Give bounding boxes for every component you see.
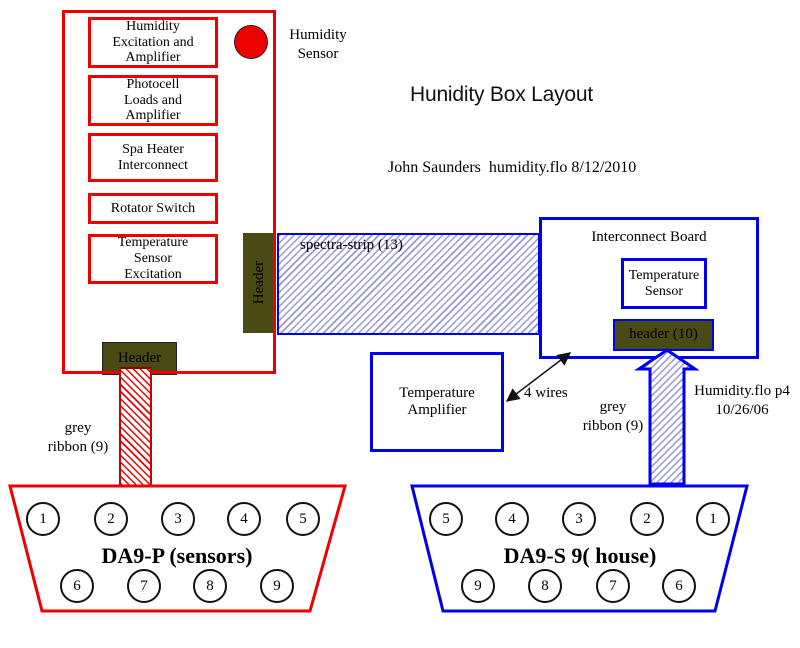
four-wires-label: 4 wires <box>524 385 568 401</box>
board-header-box: header (10) <box>613 319 714 351</box>
da9p-pin-number: 7 <box>140 578 148 594</box>
da9p-pin-number: 4 <box>240 511 248 527</box>
da9s-pin <box>596 569 630 603</box>
da9s-label: DA9-S 9( house) <box>504 543 657 568</box>
da9s-pin-number: 3 <box>575 511 583 527</box>
da9p-pin <box>60 569 94 603</box>
da9s-pin <box>528 569 562 603</box>
temperature-sensor-box: Temperature Sensor <box>621 258 707 309</box>
da9p-pin <box>286 502 320 536</box>
connector-da9s: 5 4 3 2 1 9 8 7 6 DA9-S 9( house) <box>410 484 749 613</box>
da9s-pin-number: 4 <box>508 511 516 527</box>
da9p-pin <box>127 569 161 603</box>
da9s-pin <box>495 502 529 536</box>
da9p-label: DA9-P (sensors) <box>102 543 253 568</box>
module-temp-sensor-excitation: Temperature Sensor Excitation <box>88 234 218 284</box>
interconnect-board-label: Interconnect Board <box>591 229 707 245</box>
module-rotator-switch: Rotator Switch <box>88 193 218 224</box>
humidity-sensor-label: Humidity Sensor <box>289 27 347 62</box>
page-title: Hunidity Box Layout <box>410 83 593 106</box>
module-spa-heater: Spa Heater Interconnect <box>88 133 218 182</box>
da9s-pin <box>630 502 664 536</box>
da9p-pin <box>94 502 128 536</box>
da9p-pin-number: 8 <box>206 578 214 594</box>
da9p-pin <box>260 569 294 603</box>
da9p-pin-number: 2 <box>107 511 115 527</box>
byline: John Saunders humidity.flo 8/12/2010 <box>388 159 637 176</box>
da9s-body <box>410 484 749 613</box>
da9p-body <box>8 484 347 613</box>
grey-ribbon-left <box>119 367 152 485</box>
da9p-pin-number: 3 <box>174 511 182 527</box>
da9s-pin-number: 5 <box>442 511 450 527</box>
sensor-box-outline <box>62 10 276 374</box>
da9s-pin-number: 1 <box>709 511 717 527</box>
sensor-box-header: Header <box>243 233 276 333</box>
da9s-pin-number: 2 <box>643 511 651 527</box>
da9p-pin <box>161 502 195 536</box>
da9p-pin-number: 5 <box>299 511 307 527</box>
temperature-amplifier-box: Temperature Amplifier <box>370 352 504 452</box>
da9p-pin <box>193 569 227 603</box>
da9p-pin <box>26 502 60 536</box>
da9s-pin <box>662 569 696 603</box>
da9s-pin <box>429 502 463 536</box>
grey-ribbon-right-label: grey ribbon (9) <box>582 399 644 434</box>
spectra-strip-label: spectra-strip (13) <box>300 237 403 253</box>
da9s-pin-number: 7 <box>609 578 617 594</box>
da9s-pin-number: 8 <box>541 578 549 594</box>
da9p-pin <box>227 502 261 536</box>
da9p-pin-number: 6 <box>73 578 81 594</box>
da9s-pin <box>696 502 730 536</box>
da9s-pin <box>461 569 495 603</box>
connector-da9p: 1 2 3 4 5 6 7 8 9 DA9-P (sensors) <box>8 484 347 613</box>
da9p-pin-number: 9 <box>273 578 281 594</box>
spectra-strip-ribbon <box>277 233 540 335</box>
da9p-pin-number: 1 <box>39 511 47 527</box>
module-humidity-excitation: Humidity Excitation and Amplifier <box>88 17 218 68</box>
humidity-sensor-dot <box>234 25 268 59</box>
da9s-pin-number: 9 <box>474 578 482 594</box>
da9s-pin <box>562 502 596 536</box>
module-photocell-loads: Photocell Loads and Amplifier <box>88 75 218 126</box>
grey-ribbon-left-label: grey ribbon (9) <box>47 420 109 455</box>
da9s-pin-number: 6 <box>675 578 683 594</box>
humidity-flo-note: Humidity.flo p4 10/26/06 <box>694 383 790 418</box>
